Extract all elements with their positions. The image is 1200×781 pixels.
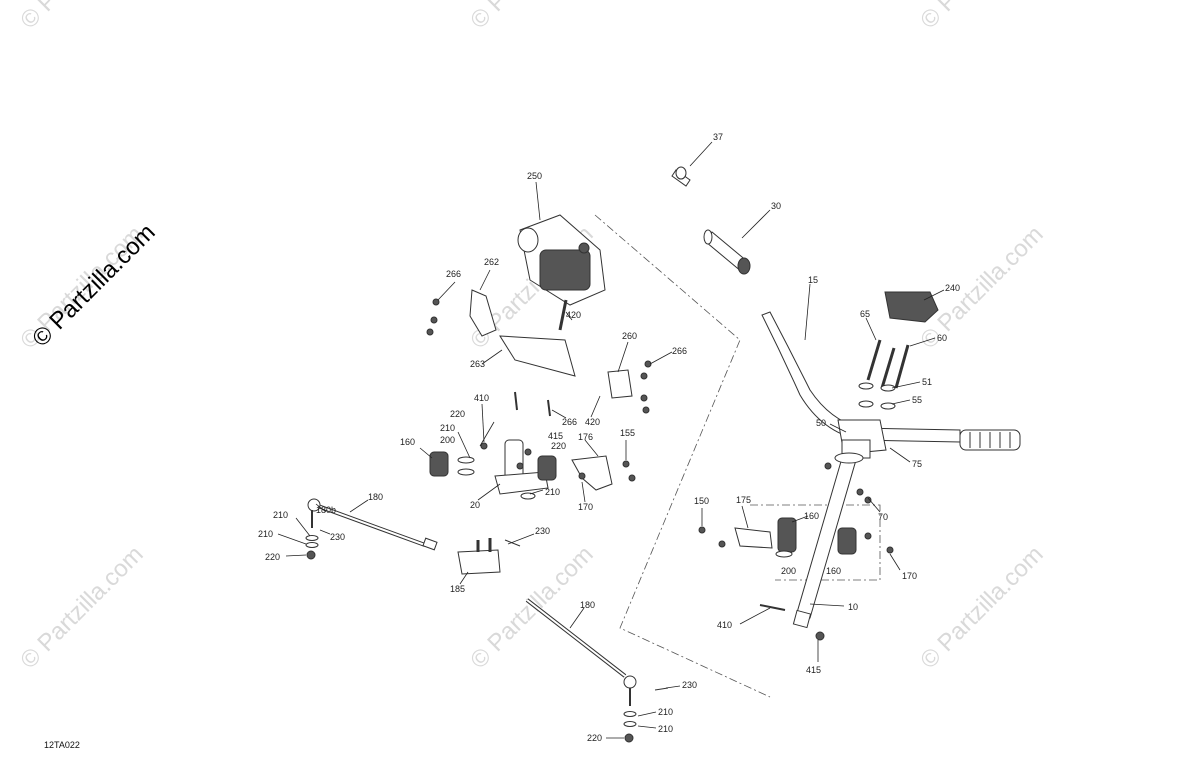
callout-220-d: 220 [587,733,602,743]
callout-75: 75 [912,459,922,469]
support-brackets [426,289,652,417]
watermarks: © Partzilla.com © Partzilla.com © Partzi… [15,0,1048,674]
power-steering-unit [517,214,606,331]
callout-420-b: 420 [585,417,600,427]
watermark-top-right: © Partzilla.com [915,0,1048,34]
callout-415: 415 [548,431,563,441]
callout-420-a: 420 [566,310,581,320]
leader-lines [277,141,945,739]
steering-column [792,452,872,641]
callout-65: 65 [860,309,870,319]
watermark-bottom-right: © Partzilla.com [915,541,1048,674]
callout-230-c: 230 [682,680,697,690]
callout-185: 185 [450,584,465,594]
pitman-arm-assembly [429,439,636,500]
callout-30: 30 [771,201,781,211]
callout-240: 240 [945,283,960,293]
callout-170-right: 170 [902,571,917,581]
callout-266-a: 266 [446,269,461,279]
callout-155: 155 [620,428,635,438]
callout-220-a: 220 [450,409,465,419]
callout-230-a: 230 [330,532,345,542]
callout-410: 410 [474,393,489,403]
callout-175: 175 [736,495,751,505]
handlebar-cover [884,291,939,323]
callout-55: 55 [912,395,922,405]
callout-51: 51 [922,377,932,387]
callout-220-b: 220 [551,441,566,451]
callout-210-b: 210 [545,487,560,497]
callout-37: 37 [713,132,723,142]
callout-250: 250 [527,171,542,181]
center-relay [457,538,521,575]
callout-210-f: 210 [658,724,673,734]
watermark-top-center: © Partzilla.com [465,0,598,34]
callout-266-c: 266 [562,417,577,427]
callout-180-a: 180 [368,492,383,502]
callout-160: 160 [400,437,415,447]
callout-410-right: 410 [717,620,732,630]
callout-200: 200 [440,435,455,445]
callout-160-right-a: 160 [804,511,819,521]
callout-15: 15 [808,275,818,285]
callout-50: 50 [816,418,826,428]
callout-210-d: 210 [258,529,273,539]
watermark-top-left: © Partzilla.com [15,0,148,34]
grip-and-plug [671,166,751,275]
copyright-text: © Partzilla.com [27,219,160,352]
callout-60: 60 [937,333,947,343]
tie-rod-lower [525,598,669,743]
callout-170: 170 [578,502,593,512]
callout-262: 262 [484,257,499,267]
column-support-parts [698,517,894,611]
callout-230-b: 230 [535,526,550,536]
dash-outline [594,214,881,698]
callout-180b: 180b [316,505,336,515]
callout-266-b: 266 [672,346,687,356]
callout-415-right: 415 [806,665,821,675]
callout-210-a: 210 [440,423,455,433]
handlebar [761,311,1021,451]
diagram-code: 12TA022 [44,740,80,750]
clamp-bolts [858,339,910,410]
callout-labels: 37 30 15 240 65 60 51 55 50 75 70 170 10… [258,132,960,743]
callout-180-c: 180 [580,600,595,610]
callout-150: 150 [694,496,709,506]
callout-160-right-b: 160 [826,566,841,576]
handlebar-clamp [837,419,887,459]
callout-210-e: 210 [658,707,673,717]
watermark-mid-right: © Partzilla.com [915,221,1048,354]
callout-210-c: 210 [273,510,288,520]
callout-10: 10 [848,602,858,612]
tie-rod-upper [305,498,438,560]
callout-263: 263 [470,359,485,369]
callout-200-right: 200 [781,566,796,576]
callout-70: 70 [878,512,888,522]
watermark-bottom-left: © Partzilla.com [15,541,148,674]
callout-220-c: 220 [265,552,280,562]
callout-20: 20 [470,500,480,510]
callout-260: 260 [622,331,637,341]
callout-176: 176 [578,432,593,442]
